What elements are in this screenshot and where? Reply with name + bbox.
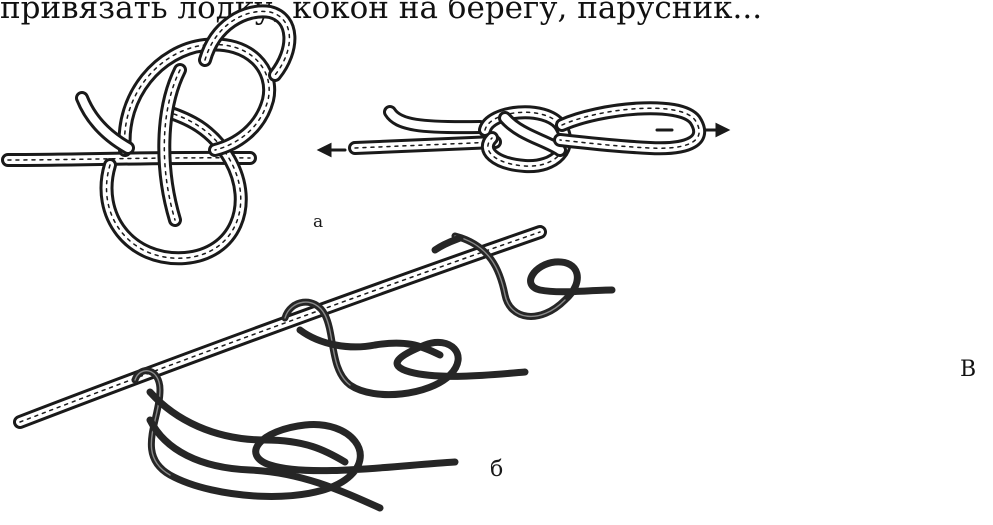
figure-b-knot-stage-1 (435, 236, 612, 316)
figure-label-a: a (313, 212, 323, 232)
figure-a-tight-knot (320, 108, 727, 166)
figure-a-loose-knot (8, 11, 289, 258)
figure-label-b: б (490, 457, 503, 482)
figure-b-diagonal-rope (20, 232, 540, 422)
side-letter-v: В (960, 357, 976, 382)
left-pull-arrow-icon (320, 145, 345, 155)
